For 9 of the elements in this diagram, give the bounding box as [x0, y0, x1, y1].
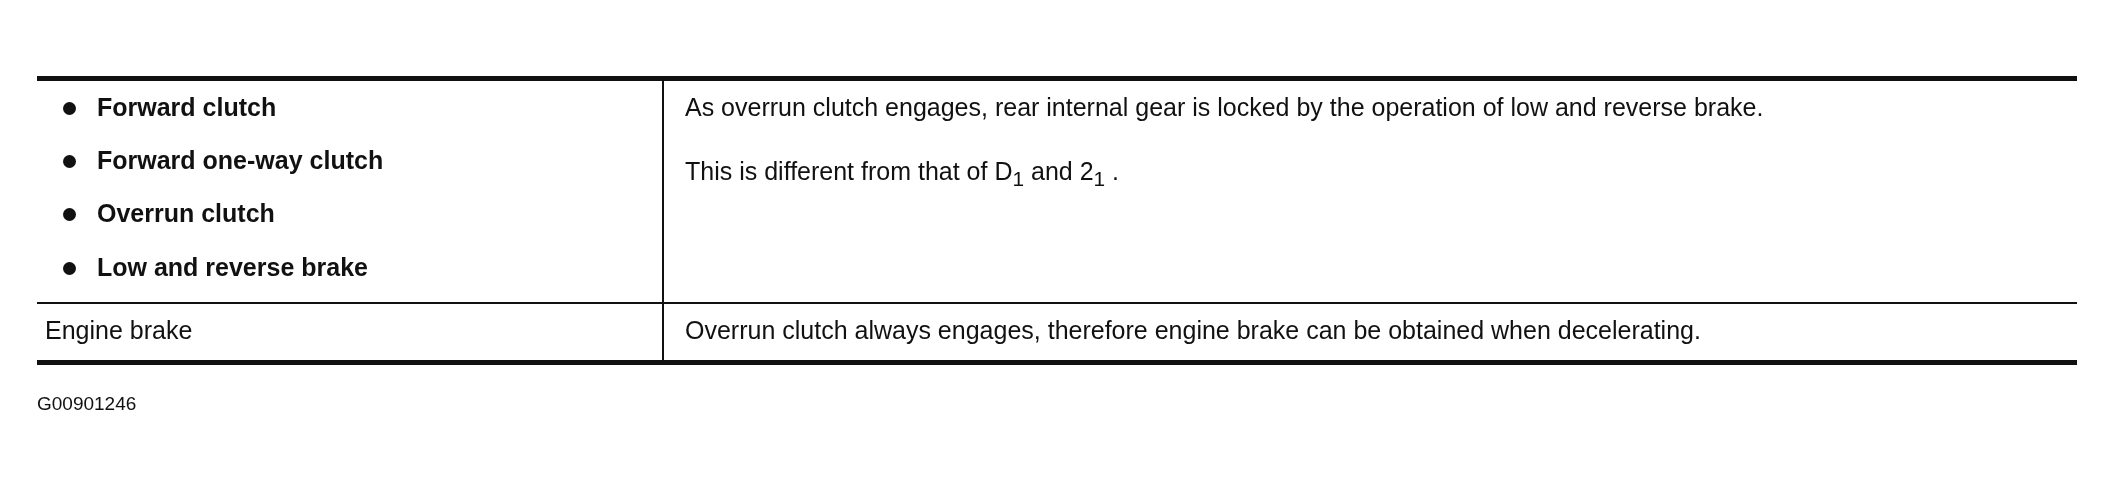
figure-code: G00901246: [37, 392, 137, 416]
description-text: As overrun clutch engages, rear internal gear is locked by the operation of low and reverse brake.: [685, 92, 1765, 123]
bullet-item: Forward clutch: [97, 92, 277, 123]
description-text: This is different from that of D$_{1}$ and 2$_{1}$ .: [685, 156, 1120, 192]
bullet-item: Forward one-way clutch: [97, 145, 384, 176]
bullet-item: Overrun clutch: [97, 198, 275, 229]
row-label: Engine brake: [45, 315, 193, 346]
bullet-item: Low and reverse brake: [97, 252, 368, 283]
description-text: Overrun clutch always engages, therefore engine brake can be obtained when decelerating.: [685, 315, 1701, 346]
